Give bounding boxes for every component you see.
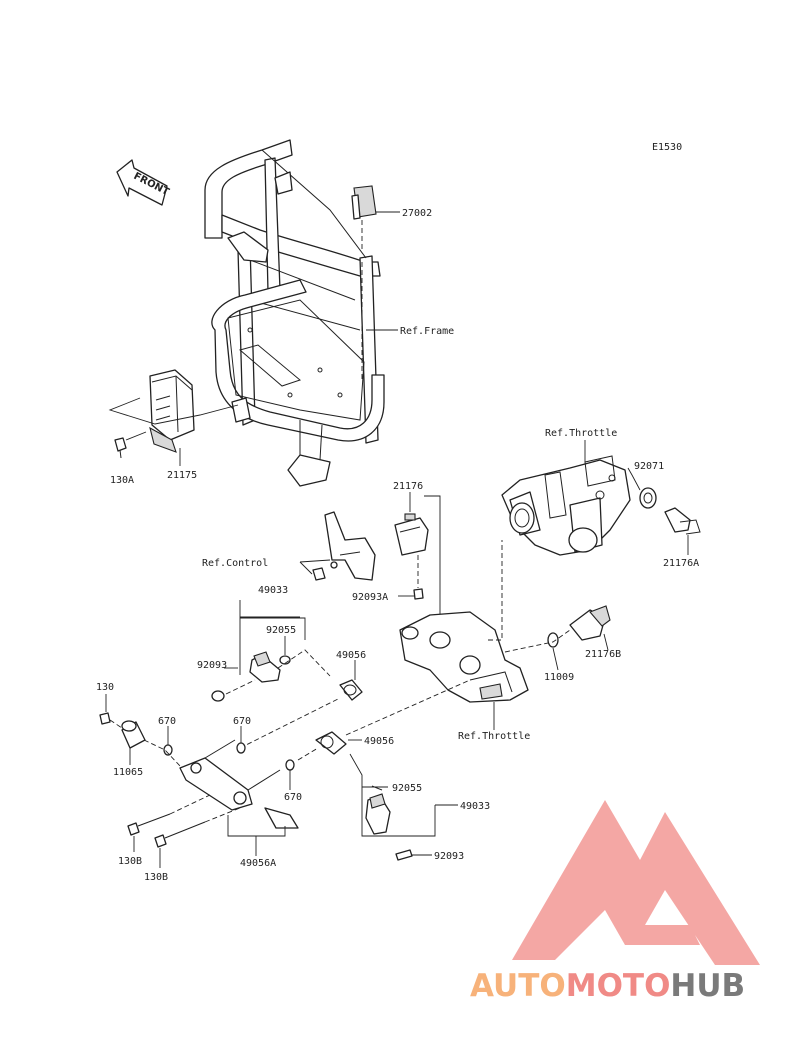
label-21176a: 21176A xyxy=(663,558,699,569)
relay-27002 xyxy=(351,185,377,380)
label-92093a: 92093A xyxy=(352,592,388,603)
label-11065: 11065 xyxy=(113,767,143,778)
label-130b-b: 130B xyxy=(144,872,168,883)
sensor-21176 xyxy=(324,511,429,581)
fitting-49056-top xyxy=(339,679,363,701)
label-49033-top: 49033 xyxy=(258,585,288,596)
label-92071: 92071 xyxy=(634,461,664,472)
watermark-hub: HUB xyxy=(670,968,745,1004)
label-49033-bot: 49033 xyxy=(460,801,490,812)
bolt-130a xyxy=(114,437,127,459)
label-ref-frame: Ref.Frame xyxy=(400,326,454,337)
oring-11009 xyxy=(547,632,559,648)
injector-top xyxy=(249,651,281,683)
label-21176b: 21176B xyxy=(585,649,621,660)
cap-11065 xyxy=(121,720,146,749)
watermark-auto: AUTO xyxy=(470,968,566,1004)
label-ref-control: Ref.Control xyxy=(202,558,268,569)
injector-bottom xyxy=(365,785,391,835)
oring-670-b xyxy=(236,742,246,754)
leader-21175 xyxy=(108,397,239,425)
label-670-c: 670 xyxy=(284,792,302,803)
fuel-rail xyxy=(179,739,299,829)
label-ref-throttle-top: Ref.Throttle xyxy=(545,428,617,439)
diagram-code: E1530 xyxy=(652,142,682,153)
label-130b-a: 130B xyxy=(118,856,142,867)
bolt-130b-a xyxy=(127,813,171,836)
label-27002: 27002 xyxy=(402,208,432,219)
frame-assembly xyxy=(204,139,385,487)
bolt-130b-b xyxy=(154,821,206,848)
label-21175: 21175 xyxy=(167,470,197,481)
intake-manifold xyxy=(399,540,529,703)
sensor-21176a xyxy=(664,507,701,535)
label-670-a: 670 xyxy=(158,716,176,727)
label-92055-top: 92055 xyxy=(266,625,296,636)
cap-92093-bot xyxy=(395,849,413,861)
bolt-130 xyxy=(99,712,111,725)
watermark-moto: MOTO xyxy=(566,968,671,1004)
label-92093-top: 92093 xyxy=(197,660,227,671)
label-130: 130 xyxy=(96,682,114,693)
label-92055-bot: 92055 xyxy=(392,783,422,794)
ecu-21175 xyxy=(149,369,195,453)
watermark-text: AUTOMOTOHUB xyxy=(470,968,745,1004)
label-130a: 130A xyxy=(110,475,134,486)
sensor-21176b xyxy=(569,605,611,641)
label-92093-bot: 92093 xyxy=(434,851,464,862)
label-11009: 11009 xyxy=(544,672,574,683)
front-arrow-icon: FRONT xyxy=(116,159,171,206)
label-ref-throttle-bottom: Ref.Throttle xyxy=(458,731,530,742)
label-670-b: 670 xyxy=(233,716,251,727)
throttle-body xyxy=(501,455,631,556)
cap-92093-top xyxy=(211,690,225,702)
watermark-logo: AUTOMOTOHUB xyxy=(470,800,760,1004)
watermark-triangle-icon xyxy=(512,800,760,965)
label-49056a: 49056A xyxy=(240,858,276,869)
cap-92093a xyxy=(413,588,424,600)
label-49056-top: 49056 xyxy=(336,650,366,661)
label-21176: 21176 xyxy=(393,481,423,492)
label-49056-mid: 49056 xyxy=(364,736,394,747)
oring-670-c xyxy=(285,759,295,771)
washer-92071 xyxy=(639,487,657,509)
fitting-49056-mid xyxy=(315,731,347,755)
